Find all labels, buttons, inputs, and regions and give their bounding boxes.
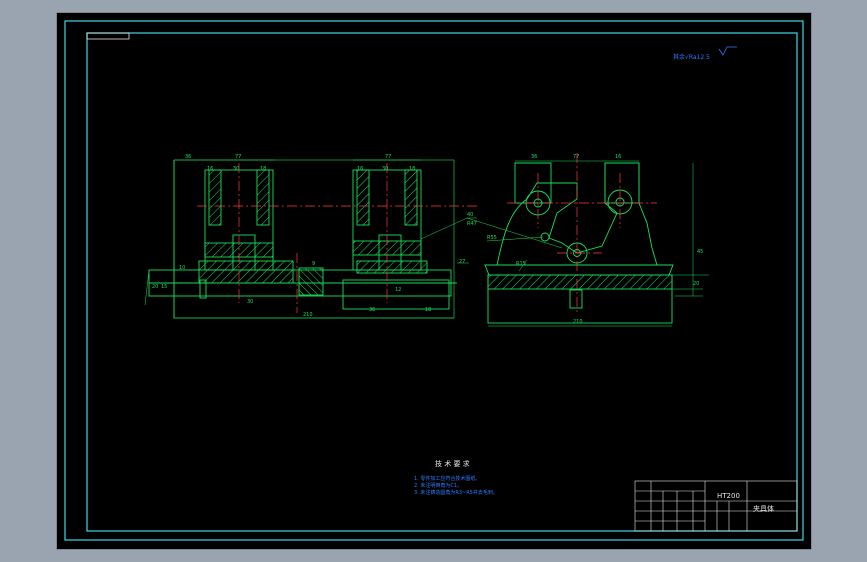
- svg-text:27: 27: [459, 259, 465, 265]
- front-center-lines: [197, 163, 477, 313]
- front-dimension-labels: 36 77 16 30 18 77 16 30 18 40 10 20 15 3…: [152, 154, 473, 318]
- drawing-viewport[interactable]: 其余√Ra12.5: [57, 13, 811, 549]
- svg-text:R55: R55: [487, 235, 497, 241]
- svg-text:12: 12: [395, 287, 401, 293]
- roughness-symbol-icon: [718, 46, 737, 56]
- sheet-inner-border: [86, 32, 798, 532]
- svg-text:R47: R47: [467, 221, 477, 227]
- svg-text:36: 36: [369, 307, 375, 313]
- svg-text:18: 18: [260, 166, 266, 172]
- front-view: [144, 159, 477, 319]
- svg-text:2. 未注明倒角为C1。: 2. 未注明倒角为C1。: [414, 482, 462, 489]
- svg-text:9: 9: [312, 261, 315, 267]
- svg-text:R15: R15: [516, 261, 526, 267]
- svg-text:30: 30: [382, 166, 388, 172]
- technical-requirements: 技 术 要 求 1. 零件加工应符合技术图纸。 2. 未注明倒角为C1。 3. …: [414, 459, 498, 496]
- side-view: [466, 160, 709, 327]
- svg-text:16: 16: [357, 166, 363, 172]
- svg-text:77: 77: [385, 154, 391, 160]
- svg-text:10: 10: [179, 265, 185, 271]
- svg-text:18: 18: [409, 166, 415, 172]
- svg-text:18: 18: [425, 307, 431, 313]
- material-label: HT200: [717, 492, 740, 500]
- svg-text:210: 210: [303, 312, 313, 318]
- side-center-lines: [507, 153, 657, 313]
- cad-drawing-canvas: 其余√Ra12.5: [64, 20, 804, 541]
- svg-text:210: 210: [573, 319, 583, 325]
- svg-text:40: 40: [467, 212, 473, 218]
- svg-text:30: 30: [247, 299, 253, 305]
- side-dimension-labels: 36 77 16 R47 R55 R15 210 45 20: [467, 154, 703, 325]
- svg-text:36: 36: [531, 154, 537, 160]
- svg-text:77: 77: [235, 154, 241, 160]
- svg-text:16: 16: [615, 154, 621, 160]
- part-name: 夹具体: [753, 504, 774, 513]
- svg-text:16: 16: [207, 166, 213, 172]
- svg-text:20: 20: [152, 284, 158, 290]
- svg-text:15: 15: [161, 284, 167, 290]
- svg-text:30: 30: [233, 166, 239, 172]
- corner-mark: [86, 32, 130, 40]
- svg-text:3. 未注铸造圆角为R3~R5并去毛刺。: 3. 未注铸造圆角为R3~R5并去毛刺。: [414, 489, 498, 496]
- svg-text:1. 零件加工应符合技术图纸。: 1. 零件加工应符合技术图纸。: [414, 475, 480, 482]
- svg-text:77: 77: [573, 154, 579, 160]
- title-block: [634, 480, 798, 532]
- svg-text:36: 36: [185, 154, 191, 160]
- roughness-note: 其余√Ra12.5: [673, 53, 710, 61]
- svg-text:技 术 要 求: 技 术 要 求: [435, 459, 470, 468]
- svg-text:45: 45: [697, 249, 703, 255]
- sheet-outer-border: [64, 20, 804, 541]
- svg-text:20: 20: [693, 281, 699, 287]
